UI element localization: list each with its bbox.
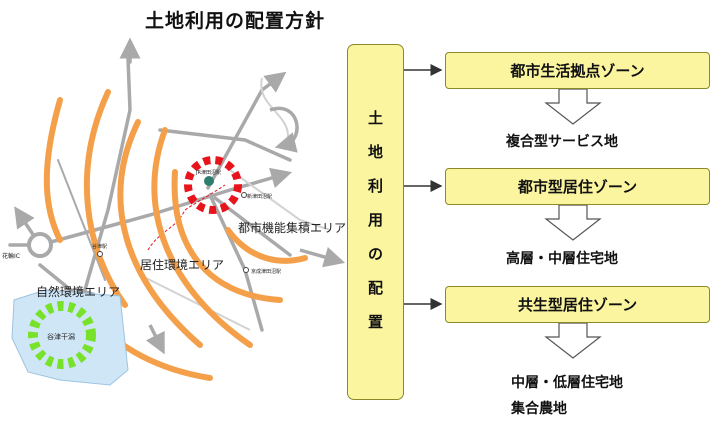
diagram-title: 土地利用の配置方針	[144, 10, 325, 32]
land-use-label: 土 地 利 用 の 配 置	[348, 101, 403, 339]
interchange-ring	[27, 232, 53, 258]
arc-6	[225, 227, 308, 264]
label-keisei-tsudanuma: 京成津田沼駅	[251, 268, 281, 275]
land-use-char: 地	[367, 143, 383, 161]
result-zone-3-line-1: 中層・低層住宅地	[511, 375, 623, 391]
down-arrow-1	[544, 88, 602, 125]
arc-3	[117, 119, 203, 348]
label-interchange: 花輪IC	[2, 252, 20, 260]
label-yatsu-station: 谷津駅	[92, 243, 107, 250]
zone-coexistence-residential: 共生型居住ゾーン	[445, 286, 710, 323]
keisei-dot	[243, 267, 249, 273]
land-use-char: 配	[367, 279, 383, 297]
shintsudanuma-dot	[241, 192, 247, 198]
arc-1	[43, 97, 63, 243]
land-use-char: 用	[367, 211, 383, 229]
arc-2	[84, 89, 128, 308]
land-use-char: 置	[367, 313, 383, 331]
road-10	[57, 159, 106, 281]
result-zone-2: 高層・中層住宅地	[506, 251, 618, 267]
gray-arrows	[145, 106, 346, 355]
land-use-char: 利	[367, 177, 383, 195]
label-nature-area: 自然環境エリア	[36, 284, 120, 299]
city-boundary	[147, 184, 226, 251]
orange-arcs	[43, 89, 308, 381]
label-residential-area: 居住環境エリア	[140, 257, 224, 272]
land-use-map: 都市機能集積エリア 居住環境エリア 自然環境エリア 谷津干潟 JR津田沼駅 新津…	[2, 37, 346, 386]
land-use-box: 土 地 利 用 の 配 置	[347, 44, 404, 400]
label-jr-tsudanuma: JR津田沼駅	[195, 169, 221, 176]
label-shintsudanuma: 新津田沼駅	[247, 193, 272, 200]
nature-ring	[28, 301, 96, 369]
yatsu-station-dot	[97, 251, 103, 257]
zone-urban-residential: 都市型居住ゾーン	[445, 168, 710, 205]
land-use-char: 土	[367, 109, 383, 127]
result-zone-1: 複合型サービス地	[506, 134, 618, 150]
arc-5	[171, 169, 283, 303]
urban-core-ring	[184, 156, 242, 214]
station-marker	[204, 176, 214, 186]
down-arrow-2	[544, 204, 602, 241]
zone-urban-life-hub: 都市生活拠点ゾーン	[445, 52, 710, 89]
label-urban-function-area: 都市機能集積エリア	[238, 220, 346, 235]
road-6	[158, 128, 292, 162]
label-yatsu-tideland: 谷津干潟	[47, 332, 75, 341]
result-zone-3-line-2: 集合農地	[511, 401, 567, 417]
arc-4	[151, 127, 253, 348]
down-arrow-3	[544, 322, 602, 359]
land-use-char: の	[367, 245, 383, 263]
